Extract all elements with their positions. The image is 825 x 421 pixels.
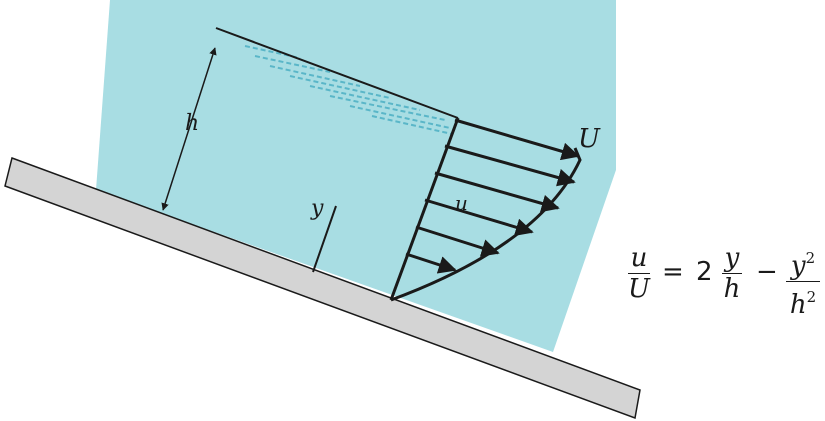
- velocity-arrow: [424, 198, 534, 236]
- term1-numerator: y: [724, 243, 740, 273]
- term1-denominator: h: [723, 274, 741, 304]
- label-y: y: [310, 196, 324, 221]
- velocity-arrow: [444, 144, 576, 187]
- coefficient: 2: [696, 257, 713, 287]
- velocity-arrow: [434, 171, 560, 213]
- term2-numerator: y2: [790, 249, 816, 281]
- lhs-numerator: u: [630, 243, 648, 273]
- term2-denominator: h2: [789, 288, 817, 320]
- term1-fraction: y h: [722, 244, 742, 303]
- label-h: h: [185, 111, 199, 136]
- term2-fraction: y2 h2: [786, 244, 820, 319]
- velocity-arrow: [415, 225, 500, 257]
- profile-base-line: [389, 117, 460, 301]
- velocity-arrow: [454, 118, 580, 161]
- lhs-denominator: U: [628, 274, 650, 304]
- minus-sign: −: [756, 257, 778, 287]
- free-surface-ripples: [244, 45, 453, 135]
- term2-den-exponent: 2: [806, 288, 817, 306]
- depth-arrow: [161, 47, 217, 211]
- y-measure-line: [312, 205, 337, 273]
- free-surface-line: [215, 27, 459, 119]
- lhs-fraction: u U: [628, 244, 650, 303]
- equals-sign: =: [662, 257, 684, 287]
- label-u: u: [455, 191, 468, 215]
- label-U: U: [578, 124, 601, 154]
- water-layer: [96, 0, 616, 352]
- velocity-arrows: [405, 118, 580, 274]
- term2-num-exponent: 2: [805, 249, 816, 267]
- velocity-equation: u U = 2 y h − y2 h2: [628, 240, 823, 320]
- velocity-arrow: [405, 252, 457, 274]
- incline-plane: [4, 157, 641, 420]
